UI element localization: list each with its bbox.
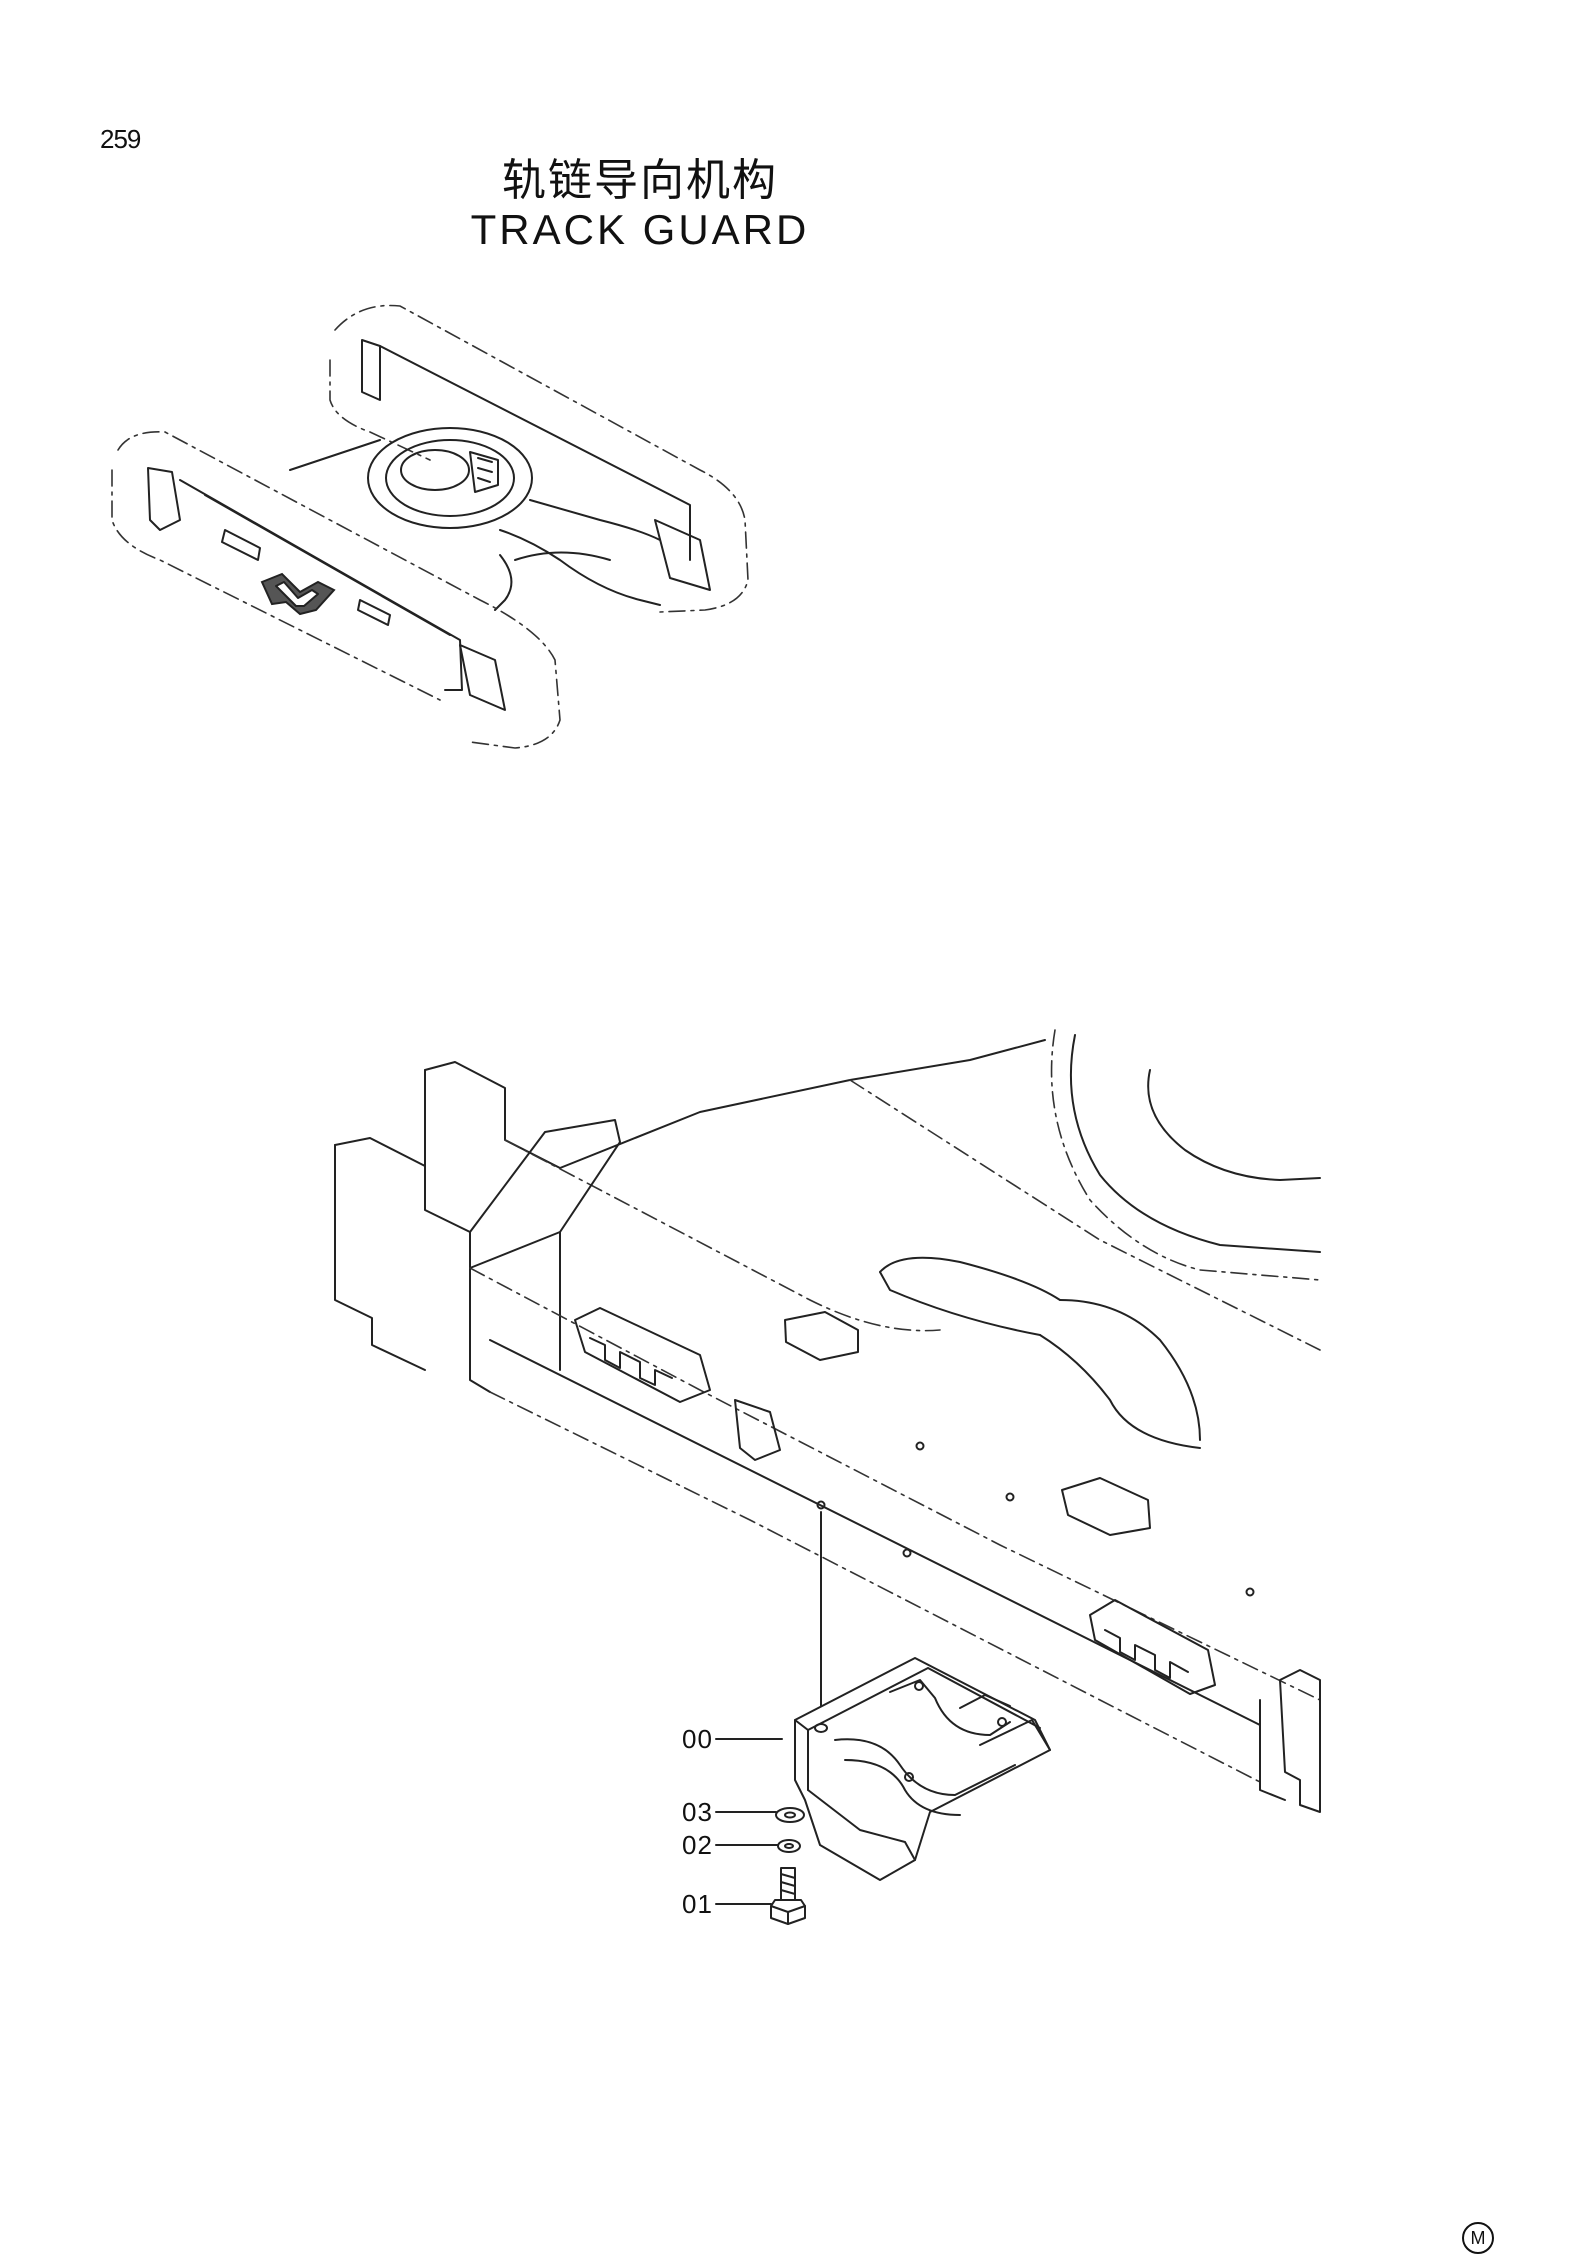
bolt-part [770, 1867, 806, 1925]
spring-washer-part [777, 1839, 801, 1853]
corner-mark-circled: M [1462, 2222, 1494, 2254]
page-title-chinese: 轨链导向机构 [502, 155, 778, 206]
callout-02: 02 [682, 1830, 713, 1860]
track-frame-detail [334, 1029, 1321, 1925]
callout-00: 00 [682, 1724, 713, 1754]
undercarriage-overview [111, 304, 749, 749]
callout-03: 03 [682, 1797, 713, 1827]
callout-01: 01 [682, 1889, 713, 1919]
page-title-english: TRACK GUARD [470, 206, 810, 253]
track-guard-part [794, 1657, 1051, 1881]
page-number: 259 [100, 124, 141, 154]
plain-washer-part [775, 1807, 805, 1823]
